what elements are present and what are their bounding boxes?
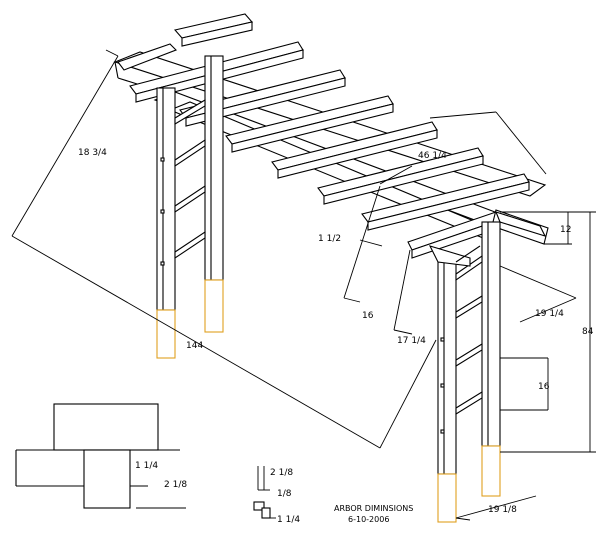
dim-84: 84 xyxy=(582,327,594,337)
dim-2-1-8-profile: 2 1/8 xyxy=(270,468,293,478)
title-note: ARBOR DIMINSIONS 6-10-2006 xyxy=(334,504,413,524)
right-front-post-buried xyxy=(437,473,457,523)
dim-19-1-8: 19 1/8 xyxy=(488,505,517,515)
dimension-lines xyxy=(11,49,596,521)
end-beams xyxy=(117,43,549,245)
right-front-post xyxy=(437,261,457,475)
dim-1-1-4-profile: 1 1/4 xyxy=(277,515,300,525)
section-top-block xyxy=(53,403,159,451)
dim-12: 12 xyxy=(560,225,571,235)
right-post-assembly xyxy=(428,221,501,523)
section-detail xyxy=(15,403,186,509)
profile-block-b xyxy=(261,507,271,519)
note-title: ARBOR DIMINSIONS xyxy=(334,504,413,513)
section-bottom-block xyxy=(83,449,131,509)
dim-19-1-4: 19 1/4 xyxy=(535,309,564,319)
dim-18-3-4: 18 3/4 xyxy=(78,148,107,158)
right-back-post-buried xyxy=(481,445,501,497)
left-back-post-buried xyxy=(204,279,224,333)
dim-1-1-4-section: 1 1/4 xyxy=(135,461,158,471)
profile-block-a xyxy=(253,501,265,511)
note-date: 6-10-2006 xyxy=(348,515,389,524)
left-end-beam xyxy=(117,43,177,71)
left-back-post xyxy=(204,55,224,281)
right-back-post xyxy=(481,221,501,447)
dim-16-top: 16 xyxy=(362,311,374,321)
left-front-post xyxy=(156,87,176,311)
dim-1-8: 1/8 xyxy=(277,489,292,499)
dim-46-1-4: 46 1/4 xyxy=(418,151,447,161)
dim-1-1-2: 1 1/2 xyxy=(318,234,341,244)
left-front-post-buried xyxy=(156,309,176,359)
profile-detail xyxy=(253,466,276,519)
dim-16-side: 16 xyxy=(538,382,550,392)
dim-2-1-8-section: 2 1/8 xyxy=(164,480,187,490)
dimension-labels: 18 3/4 46 1/4 1 1/2 12 16 17 1/4 19 1/4 … xyxy=(78,148,594,525)
dim-144: 144 xyxy=(186,341,203,351)
dim-17-1-4: 17 1/4 xyxy=(397,336,426,346)
rafters xyxy=(129,13,530,259)
